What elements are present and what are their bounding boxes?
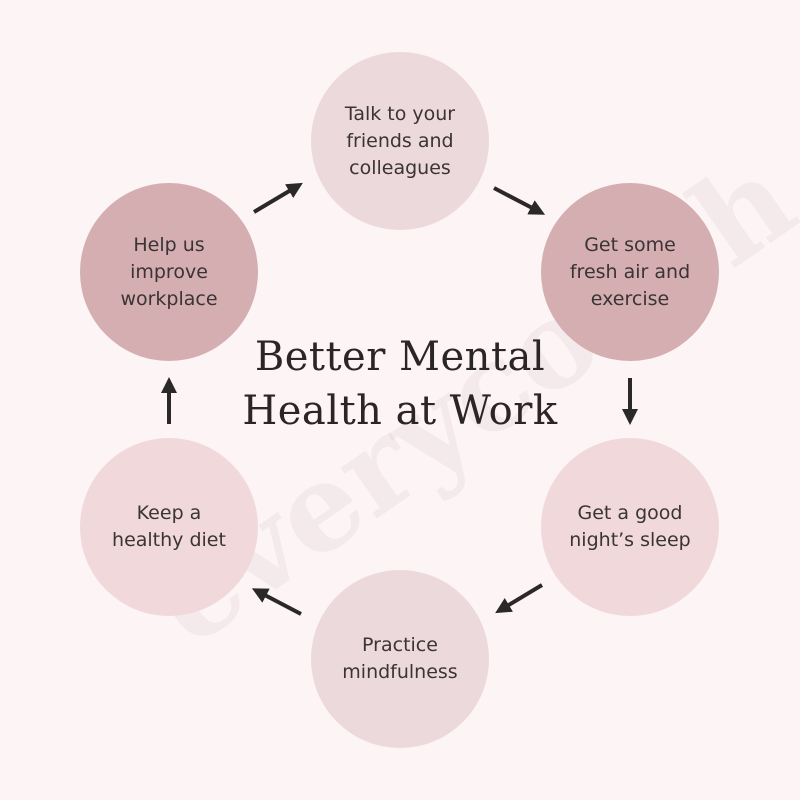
- step-text: Keep a: [136, 502, 202, 524]
- step-text: Talk to your: [344, 102, 456, 125]
- step-fresh-air: Get some fresh air and exercise: [541, 183, 719, 361]
- step-text: colleagues: [349, 156, 451, 179]
- step-text: Practice: [362, 634, 438, 656]
- step-text: Get a good: [577, 502, 683, 524]
- step-text: healthy diet: [112, 529, 226, 551]
- step-text: exercise: [590, 287, 670, 310]
- step-text: night’s sleep: [569, 529, 691, 551]
- step-text: Help us: [133, 233, 205, 256]
- arrow-workplace-to-talk: [252, 182, 303, 214]
- title-line-1: Better Mental: [254, 334, 546, 380]
- arrow-talk-to-fresh-air: [493, 186, 546, 215]
- step-talk: Talk to your friends and colleagues: [311, 52, 489, 230]
- step-diet: Keep a healthy diet: [80, 438, 258, 616]
- arrow-mindfulness-to-diet: [251, 588, 302, 616]
- step-sleep: Get a good night’s sleep: [541, 438, 719, 616]
- step-text: mindfulness: [342, 661, 458, 683]
- step-text: friends and: [346, 129, 454, 152]
- step-text: fresh air and: [569, 260, 691, 283]
- step-text: workplace: [120, 287, 218, 310]
- title-line-2: Health at Work: [242, 388, 558, 434]
- diagram-title: Better Mental Health at Work: [200, 330, 600, 438]
- step-mindfulness: Practice mindfulness: [311, 570, 489, 748]
- step-workplace: Help us improve workplace: [80, 183, 258, 361]
- arrow-sleep-to-mindfulness: [495, 583, 544, 614]
- step-text: Get some: [584, 233, 676, 256]
- step-text: improve: [130, 260, 208, 283]
